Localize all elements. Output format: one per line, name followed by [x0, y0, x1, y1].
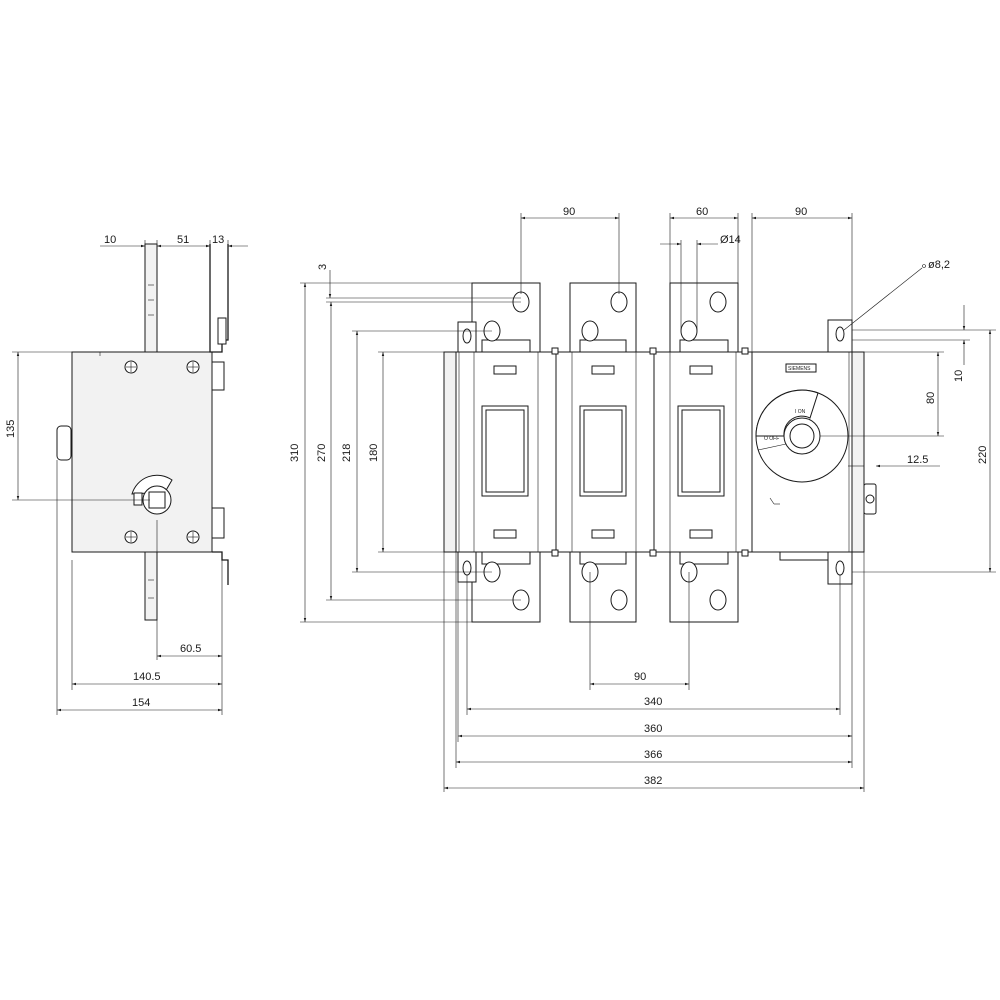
dim-top-dia14: Ø14	[720, 234, 741, 246]
dim-340: 340	[644, 696, 662, 708]
dim-220: 220	[977, 446, 989, 464]
dim-218: 218	[341, 444, 353, 462]
dim-360: 360	[644, 723, 662, 735]
left-brackets	[457, 321, 477, 583]
side-view: 10 51 13 135 60.5 140.5 154	[5, 234, 248, 715]
dim-side-10: 10	[104, 234, 116, 246]
dim-270: 270	[316, 444, 328, 462]
dim-bottom-90: 90	[634, 671, 646, 683]
side-top-terminal	[144, 243, 158, 353]
dim-382: 382	[644, 775, 662, 787]
dim-dia8-2: ø8,2	[928, 259, 950, 271]
handle-on-label: I ON	[795, 409, 806, 415]
bottom-terminals	[471, 551, 739, 623]
dim-310: 310	[289, 444, 301, 462]
rotary-handle: I ON O OFF	[755, 389, 849, 483]
top-terminals	[471, 282, 739, 353]
dim-366: 366	[644, 749, 662, 761]
dim-side-51: 51	[177, 234, 189, 246]
dim-top-60: 60	[696, 206, 708, 218]
dim-80: 80	[925, 392, 937, 404]
switch-symbol-icon	[769, 497, 780, 505]
side-body	[71, 351, 213, 553]
side-bottom-terminal	[144, 551, 158, 621]
dim-12-5: 12.5	[907, 454, 928, 466]
label-plate-text: SIEMENS	[788, 366, 811, 372]
right-brackets	[827, 319, 853, 585]
side-bracket-top	[209, 244, 229, 353]
side-shaft	[131, 474, 173, 515]
mount-hole-icon	[835, 326, 845, 342]
handle-off-label: O OFF	[764, 436, 779, 442]
dim-top-right-90: 90	[795, 206, 807, 218]
dim-top-90: 90	[563, 206, 575, 218]
side-bracket-bottom	[212, 551, 229, 585]
dim-side-13: 13	[212, 234, 224, 246]
dim-180: 180	[368, 444, 380, 462]
front-view: SIEMENS I ON O OFF	[289, 206, 996, 792]
screw-icon	[124, 360, 200, 544]
dim-side-140-5: 140.5	[133, 671, 161, 683]
pole-windows	[481, 365, 725, 539]
dim-3: 3	[317, 264, 329, 270]
side-handle-knob	[56, 425, 72, 461]
dim-10: 10	[953, 370, 965, 382]
label-plate	[785, 363, 817, 373]
dim-side-60-5: 60.5	[180, 643, 201, 655]
dim-side-154: 154	[132, 697, 150, 709]
dim-side-135: 135	[5, 420, 17, 438]
